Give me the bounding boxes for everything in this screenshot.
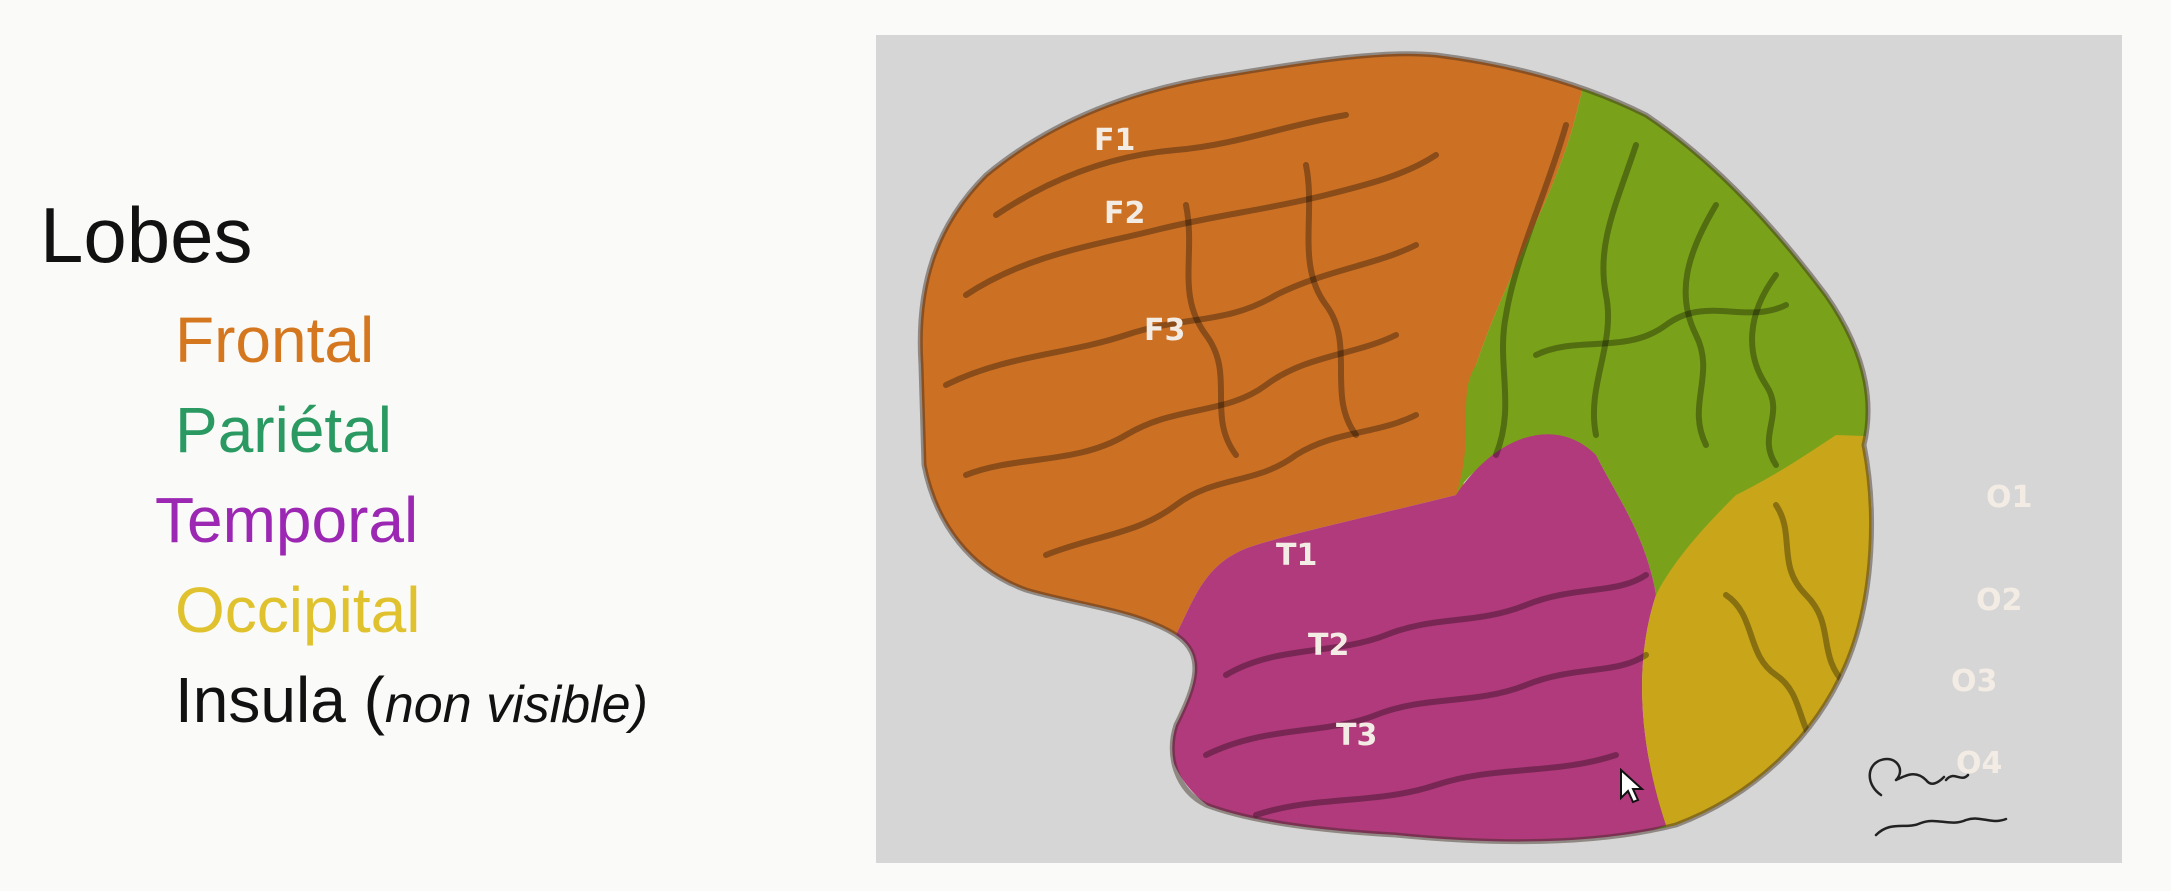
label-t2: T2 xyxy=(1308,628,1349,663)
label-o1: O1 xyxy=(1986,480,2032,515)
brain-outline xyxy=(917,51,1874,845)
artist-signature xyxy=(1868,757,2008,837)
brain-lateral-view: F1 F2 F3 T1 T2 T3 O1 O2 O3 O4 xyxy=(917,51,2032,845)
insula-label: Insula ( xyxy=(175,664,385,736)
legend-item-temporal: Temporal xyxy=(155,484,419,556)
legend-item-occipital: Occipital xyxy=(175,574,421,646)
region-labels: F1 F2 F3 T1 T2 T3 O1 O2 O3 O4 xyxy=(1094,123,2032,781)
label-o4: O4 xyxy=(1956,746,2002,781)
insula-note: non visible) xyxy=(384,676,648,734)
label-f2: F2 xyxy=(1104,196,1145,231)
label-f1: F1 xyxy=(1094,123,1135,158)
parietal-lobe xyxy=(1456,53,1872,842)
legend-title: Lobes xyxy=(40,191,253,279)
label-o3: O3 xyxy=(1951,664,1997,699)
legend-item-parietal: Pariétal xyxy=(175,394,392,466)
legend-item-insula: Insula (non visible) xyxy=(175,668,648,732)
frontal-lobe xyxy=(920,53,1596,635)
label-f3: F3 xyxy=(1144,313,1185,348)
label-o2: O2 xyxy=(1976,583,2022,618)
gyri-lines xyxy=(943,112,1849,818)
brain-illustration-panel: F1 F2 F3 T1 T2 T3 O1 O2 O3 O4 xyxy=(876,35,2122,863)
lobes-legend: Lobes Frontal Pariétal Temporal Occipita… xyxy=(40,196,840,756)
mouse-cursor-icon xyxy=(1620,767,1645,804)
legend-item-frontal: Frontal xyxy=(175,304,375,376)
brain-lobes xyxy=(920,53,1872,842)
label-t1: T1 xyxy=(1276,538,1317,573)
label-t3: T3 xyxy=(1336,718,1377,753)
temporal-lobe xyxy=(1166,434,1666,842)
occipital-lobe xyxy=(1642,435,1872,842)
